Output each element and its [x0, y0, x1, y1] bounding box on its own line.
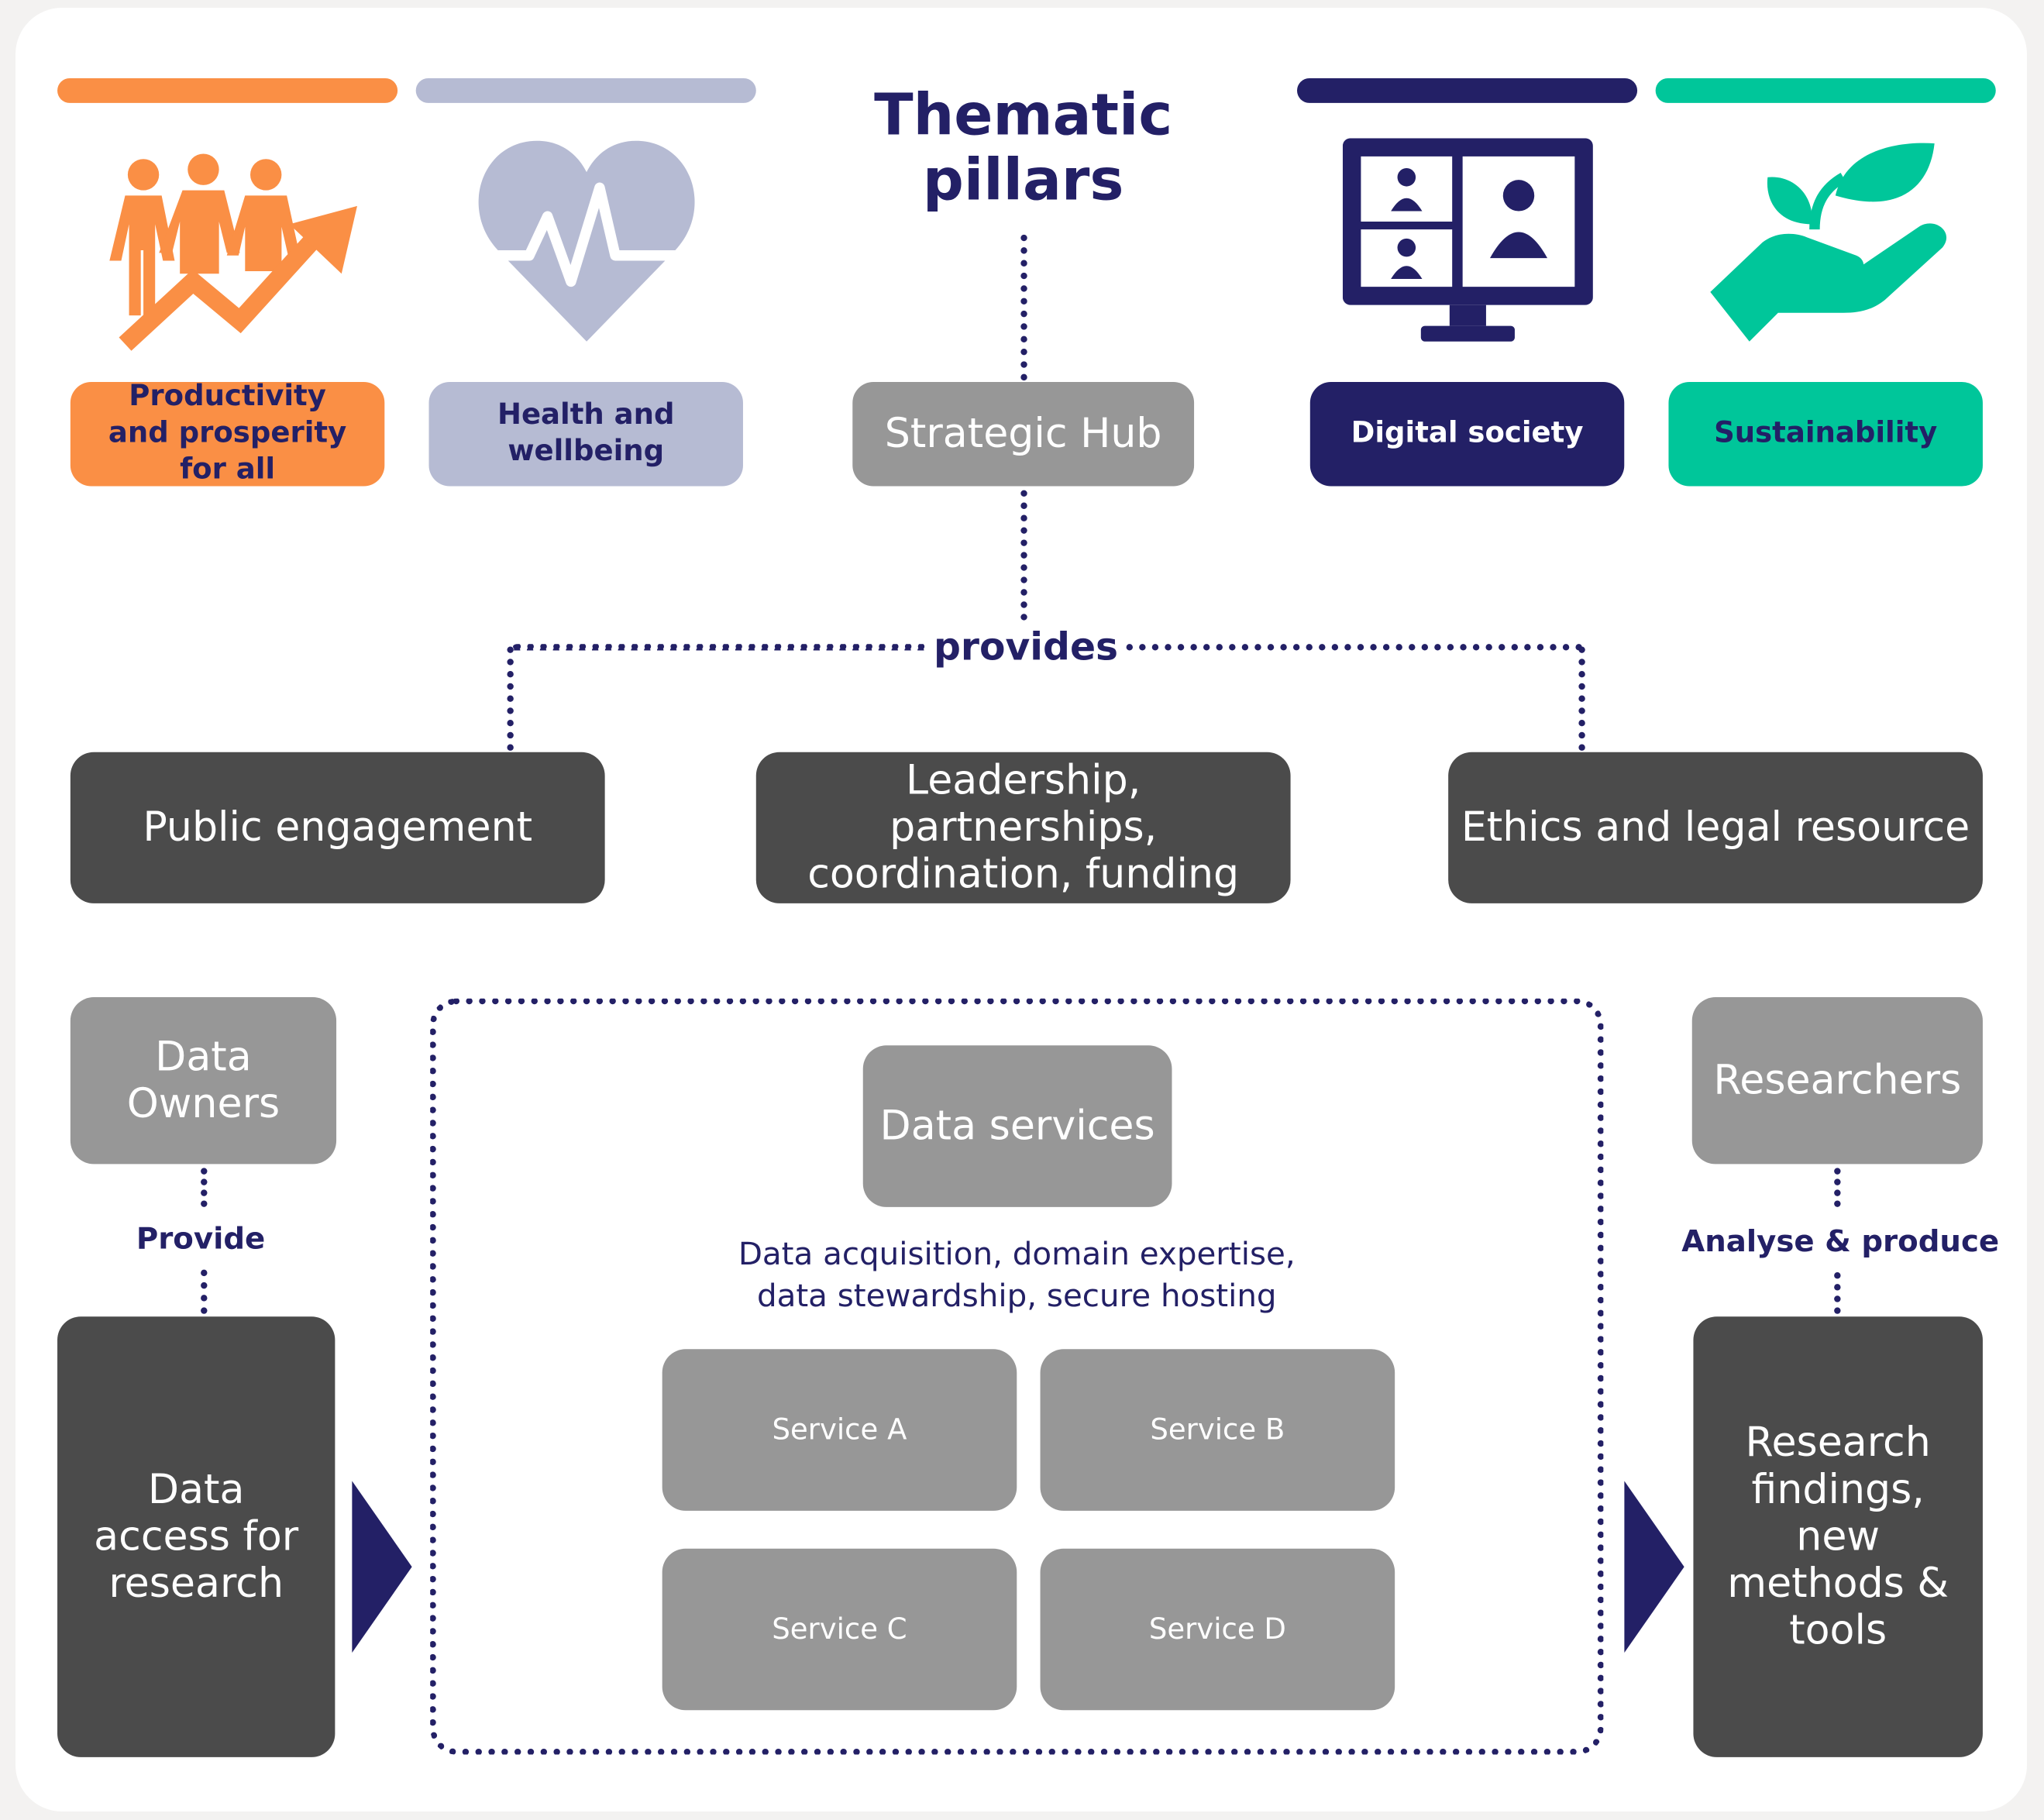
- service-c-box: Service C: [662, 1548, 1017, 1711]
- diagram-title: Thematic pillars: [874, 81, 1173, 214]
- provides-left-drop: [507, 646, 514, 752]
- ethics-legal-box: Ethics and legal resource: [1448, 752, 1983, 903]
- arrow-right-icon: [1624, 1481, 1684, 1653]
- provides-right-drop: [1578, 646, 1585, 752]
- video-call-monitor-icon: [1342, 138, 1593, 342]
- analyse-produce-label: Analyse & produce: [1681, 1225, 2000, 1260]
- data-owners-connector-top: [201, 1168, 208, 1207]
- data-access-box: Data access for research: [57, 1316, 336, 1757]
- service-d-box: Service D: [1040, 1548, 1395, 1711]
- service-a-box: Service A: [662, 1349, 1017, 1511]
- pillar-productivity: Productivity and prosperity for all: [70, 380, 385, 487]
- data-owners-connector-bottom: [201, 1269, 208, 1314]
- pillar-bar-sustainability: [1655, 77, 1996, 103]
- provide-label: Provide: [136, 1223, 266, 1257]
- data-services-box: Data services: [862, 1045, 1172, 1207]
- hub-provides-connector: [1020, 490, 1027, 621]
- provides-left-line: [511, 644, 926, 651]
- pillar-bar-digital: [1296, 77, 1638, 103]
- heart-rate-icon: [477, 140, 697, 342]
- data-services-description: Data acquisition, domain expertise, data…: [738, 1235, 1296, 1314]
- leadership-box: Leadership, partnerships, coordination, …: [755, 752, 1291, 903]
- pillar-sustainability: Sustainability: [1668, 381, 1983, 487]
- title-hub-connector: [1020, 234, 1027, 381]
- researchers-connector-bottom: [1834, 1272, 1841, 1314]
- pillar-health: Health and wellbeing: [428, 381, 743, 487]
- hand-plant-icon: [1710, 143, 1947, 342]
- pillar-digital-society: Digital society: [1309, 381, 1625, 487]
- strategic-hub: Strategic Hub: [852, 381, 1195, 487]
- data-owners-box: Data Owners: [70, 997, 337, 1165]
- arrow-right-icon: [352, 1481, 412, 1653]
- provides-right-line: [1126, 644, 1583, 651]
- researchers-connector-top: [1834, 1168, 1841, 1207]
- pillar-bar-productivity: [57, 77, 398, 103]
- public-engagement-box: Public engagement: [70, 752, 605, 903]
- provides-label: provides: [933, 624, 1119, 669]
- pillar-bar-health: [415, 77, 756, 103]
- people-growth-icon: [109, 153, 357, 351]
- research-findings-box: Research findings, new methods & tools: [1693, 1316, 1983, 1757]
- researchers-box: Researchers: [1691, 997, 1983, 1165]
- data-services-container: [430, 998, 1604, 1755]
- service-b-box: Service B: [1040, 1349, 1395, 1511]
